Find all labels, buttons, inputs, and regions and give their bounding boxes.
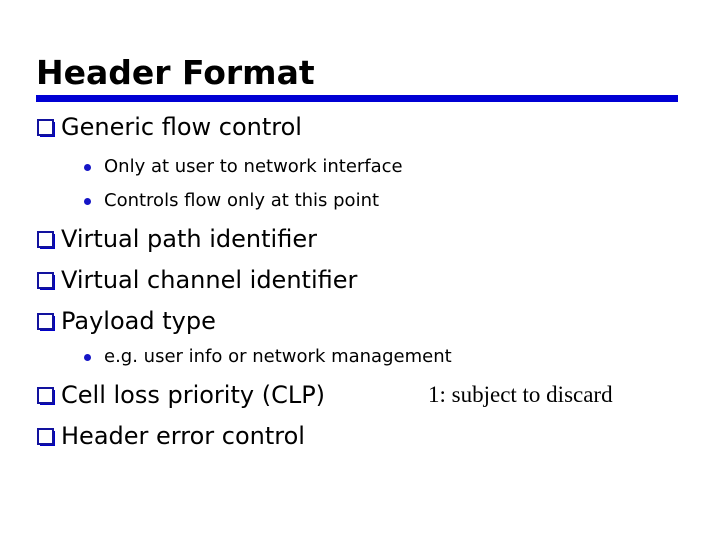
title-underline-rule [36, 95, 678, 102]
clp-annotation: 1: subject to discard [428, 382, 613, 407]
list-item-label: Generic flow control [61, 113, 302, 141]
list-item-label: Cell loss priority (CLP) [61, 381, 326, 409]
round-dot-bullet-icon [82, 345, 100, 369]
list-item-label: Only at user to network interface [104, 156, 403, 177]
list-item-label: Payload type [61, 307, 216, 335]
list-item[interactable]: Virtual channel identifier [36, 265, 357, 306]
list-item[interactable]: Only at user to network interface [36, 155, 403, 189]
hollow-square-bullet-icon [36, 306, 59, 336]
list-item-label: e.g. user info or network management [104, 346, 452, 367]
list-item-label: Controls flow only at this point [104, 190, 380, 211]
list-item-label: Header error control [61, 422, 305, 450]
hollow-square-bullet-icon [36, 421, 59, 451]
hollow-square-bullet-icon [36, 265, 59, 295]
hollow-square-bullet-icon [36, 112, 59, 142]
round-dot-bullet-icon [82, 189, 100, 213]
list-item[interactable]: Payload type [36, 306, 216, 347]
hollow-square-bullet-icon [36, 380, 59, 410]
list-item-label: Virtual path identifier [61, 225, 317, 253]
list-item[interactable]: Cell loss priority (CLP) [36, 380, 325, 421]
list-item[interactable]: Controls flow only at this point [36, 189, 379, 223]
hollow-square-bullet-icon [36, 224, 59, 254]
list-item[interactable]: Header error control [36, 421, 305, 462]
list-item[interactable]: Virtual path identifier [36, 224, 317, 265]
round-dot-bullet-icon [82, 155, 100, 179]
list-item[interactable]: Generic flow control [36, 112, 302, 153]
list-item[interactable]: e.g. user info or network management [36, 345, 452, 379]
list-item-label: Virtual channel identifier [61, 266, 358, 294]
page-title: Header Format [36, 53, 315, 92]
